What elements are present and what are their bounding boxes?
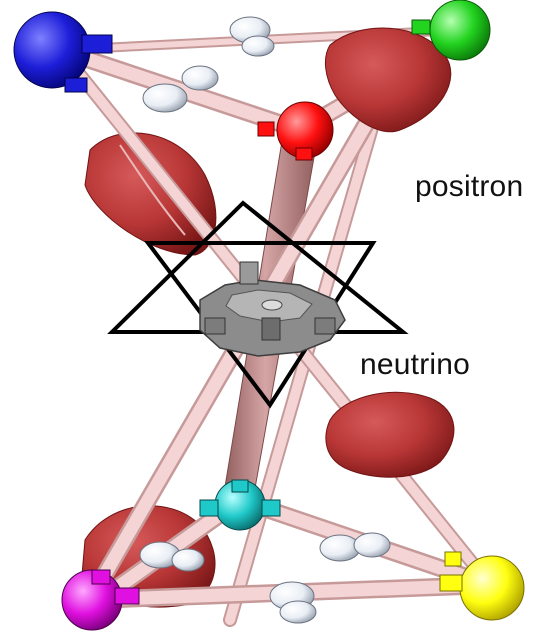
sphere-green — [411, 0, 491, 61]
white-node-bottom — [269, 581, 317, 624]
lobe-lower-right — [325, 391, 455, 478]
sphere-blue — [13, 11, 113, 93]
white-node-upper — [142, 65, 219, 113]
sphere-yellow — [439, 551, 525, 621]
positron-label: positron — [415, 170, 524, 203]
white-connector-nodes — [139, 16, 391, 624]
sphere-cyan — [199, 479, 281, 531]
lobe-upper-right — [324, 27, 452, 133]
neutrino-hub — [199, 261, 346, 357]
neutrino-label: neutrino — [360, 348, 471, 381]
white-node-lower-left — [139, 541, 205, 572]
sphere-red — [257, 101, 334, 161]
sphere-magenta — [61, 569, 140, 631]
white-node-lower-right — [319, 532, 391, 562]
lobe-upper-left — [84, 132, 217, 256]
white-node-top — [229, 16, 275, 57]
